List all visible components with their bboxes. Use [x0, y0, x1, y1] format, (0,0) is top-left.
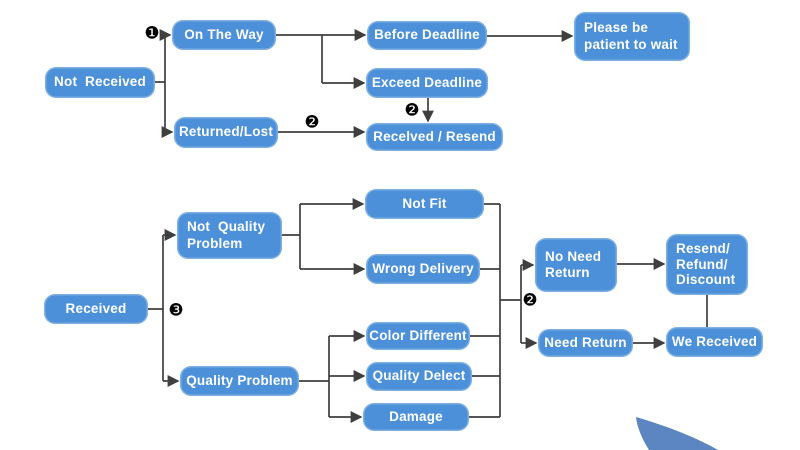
node-need-return: Need Return — [538, 329, 633, 357]
badge-step2-return-split-icon: ❷ — [522, 290, 538, 310]
node-not-fit: Not Fit — [365, 189, 484, 219]
node-wrong-delivery: Wrong Delivery — [366, 254, 480, 284]
node-received: Received — [44, 294, 148, 324]
node-on-the-way: On The Way — [172, 20, 276, 50]
node-damage: Damage — [363, 403, 469, 431]
node-returned-lost: Returned/Lost — [174, 117, 278, 148]
node-quality-problem: Quality Problem — [180, 366, 299, 396]
node-we-received: We Received — [666, 327, 763, 357]
node-color-different: Color Different — [366, 322, 470, 350]
node-please-wait: Please be patient to wait — [574, 12, 690, 61]
badge-step3-icon: ❸ — [168, 300, 184, 320]
node-not-received: Not Received — [45, 67, 155, 98]
node-resend-refund-discount: Resend/ Refund/ Discount — [666, 234, 748, 295]
node-before-deadline: Before Deadline — [367, 21, 487, 50]
badge-step1-icon: ❶ — [144, 23, 160, 43]
node-quality-delect: Quality Delect — [366, 362, 472, 391]
node-not-quality-problem: Not Quality Problem — [177, 212, 282, 259]
badge-step2-exceed-icon: ❷ — [404, 100, 420, 120]
badge-step2-returned-icon: ❷ — [304, 112, 320, 132]
node-exceed-deadline: Exceed Deadline — [366, 68, 488, 98]
arrow-connectors — [159, 29, 666, 423]
node-recelved-resend: Recelved / Resend — [366, 123, 503, 151]
node-no-need-return: No Need Return — [535, 238, 617, 292]
